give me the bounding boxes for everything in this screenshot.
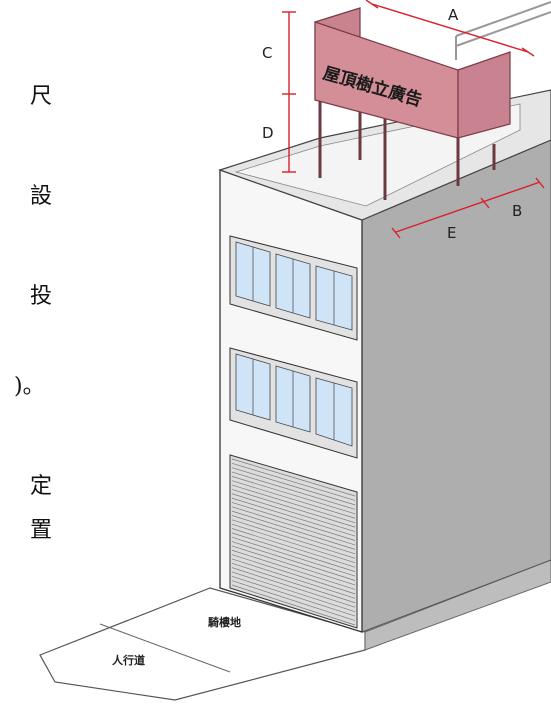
label-sidewalk: 人行道 <box>112 653 145 667</box>
dimension-label-b: B <box>512 202 522 220</box>
dimension-label-d: D <box>262 124 274 142</box>
text-fragment-6: 置 <box>30 518 53 543</box>
dimension-label-a: A <box>448 6 459 24</box>
text-fragment-2: 設 <box>30 184 53 209</box>
adjacent-roof-rail <box>455 1 551 60</box>
dimension-a <box>365 0 535 57</box>
rolling-shutter <box>229 454 358 629</box>
dimension-label-c: C <box>262 44 272 62</box>
window-group-lower <box>229 347 358 459</box>
side-wall <box>361 139 551 633</box>
text-fragment-3: 投 <box>30 284 53 309</box>
dimension-c-d <box>282 11 296 173</box>
window-group-upper <box>229 235 358 341</box>
left-text-column: 尺 設 投 )。 定 置 <box>0 0 60 707</box>
sign-support-legs <box>318 62 510 200</box>
dimension-label-e: E <box>447 224 456 242</box>
curb-line <box>99 623 231 673</box>
text-fragment-5: 定 <box>30 474 53 499</box>
label-arcade-ground: 騎樓地 <box>208 615 241 629</box>
text-fragment-4: )。 <box>14 374 45 399</box>
dimension-e-b <box>391 177 545 239</box>
text-fragment-1: 尺 <box>30 84 53 109</box>
rooftop-sign: 屋頂樹立廣告 <box>314 7 511 139</box>
